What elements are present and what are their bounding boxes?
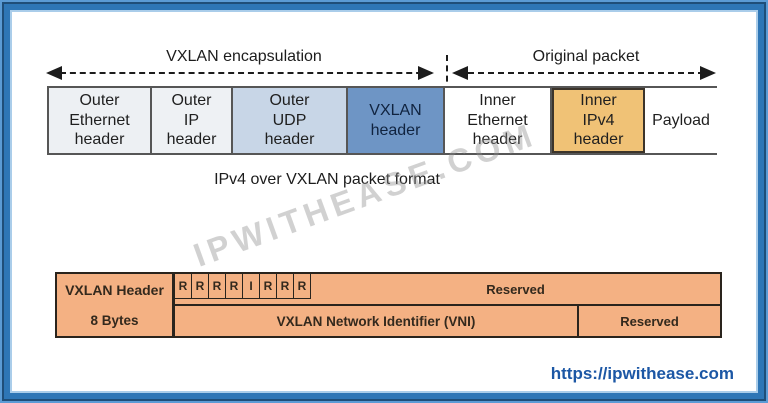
packet-box-outer-udp-header: Outer UDP header bbox=[233, 88, 348, 153]
vxlan-header-size: 8 Bytes bbox=[90, 313, 139, 328]
packet-box-outer-ethernet-header: Outer Ethernet header bbox=[47, 88, 152, 153]
arrowhead-left-icon bbox=[452, 66, 468, 80]
reserved-field-row1: Reserved bbox=[486, 281, 545, 297]
packet-box-outer-ip-header: Outer IP header bbox=[152, 88, 233, 153]
flag-bit-cell: R bbox=[192, 274, 209, 299]
vni-field: VXLAN Network Identifier (VNI) bbox=[175, 306, 580, 336]
vxlan-header-row-label: VXLAN Header 8 Bytes bbox=[57, 274, 175, 336]
packet-box-vxlan-header: VXLAN header bbox=[348, 88, 445, 153]
original-packet-arrow bbox=[468, 72, 704, 74]
vxlan-encapsulation-arrow bbox=[60, 72, 432, 74]
flag-bit-cell: R bbox=[277, 274, 294, 299]
diagram-caption: IPv4 over VXLAN packet format bbox=[214, 171, 440, 188]
flag-bit-cell: R bbox=[260, 274, 277, 299]
packet-structure-row: Outer Ethernet header Outer IP header Ou… bbox=[47, 86, 717, 155]
vxlan-header-fields: R R R R I R R R Reserved VXLAN Network I… bbox=[175, 274, 720, 336]
flag-bit-cell: R bbox=[175, 274, 192, 299]
packet-box-inner-ipv4-header: Inner IPv4 header bbox=[552, 88, 645, 153]
arrowhead-right-icon bbox=[700, 66, 716, 80]
website-link[interactable]: https://ipwithease.com bbox=[550, 364, 734, 383]
packet-box-inner-ethernet-header: Inner Ethernet header bbox=[445, 88, 552, 153]
original-packet-label: Original packet bbox=[532, 48, 640, 65]
reserved-field-row2: Reserved bbox=[620, 313, 679, 329]
encapsulation-boundary-dashed-line bbox=[446, 55, 448, 92]
packet-box-payload: Payload bbox=[645, 88, 717, 153]
flag-bit-cell: I bbox=[243, 274, 260, 299]
vxlan-header-title: VXLAN Header bbox=[65, 281, 164, 298]
arrowhead-right-icon bbox=[418, 66, 434, 80]
flag-bit-cell: R bbox=[226, 274, 243, 299]
vni-row: VXLAN Network Identifier (VNI) Reserved bbox=[175, 306, 720, 336]
vxlan-header-table: VXLAN Header 8 Bytes R R R R I R R R Res… bbox=[55, 272, 722, 338]
arrowhead-left-icon bbox=[46, 66, 62, 80]
flag-bit-cell: R bbox=[294, 274, 311, 299]
flags-row: R R R R I R R R Reserved bbox=[175, 274, 720, 306]
flag-bit-cell: R bbox=[209, 274, 226, 299]
vxlan-encapsulation-label: VXLAN encapsulation bbox=[166, 48, 322, 65]
